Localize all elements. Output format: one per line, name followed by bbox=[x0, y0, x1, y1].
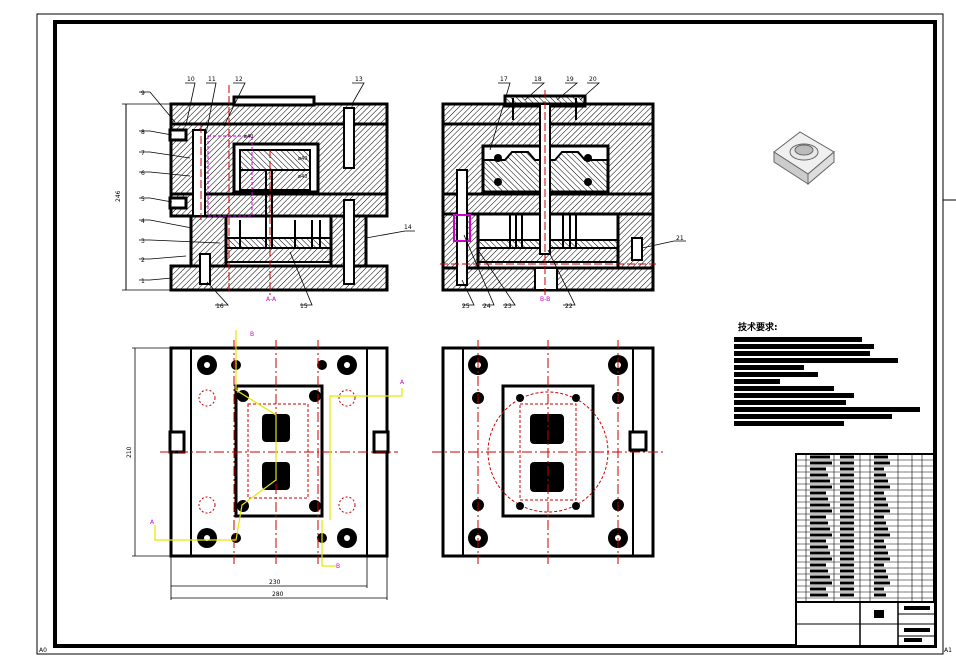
part-number: 16 bbox=[216, 303, 224, 310]
hatch-label: ø40 bbox=[298, 174, 307, 180]
height-dimension: 210 bbox=[126, 446, 133, 458]
part-number: 17 bbox=[500, 76, 508, 83]
height-dimension: 246 bbox=[115, 190, 122, 202]
part-number: 5 bbox=[141, 196, 145, 203]
section-label: A-A bbox=[266, 296, 277, 303]
part-number: 7 bbox=[141, 150, 145, 157]
part-number: 25 bbox=[462, 303, 470, 310]
part-number: 23 bbox=[504, 303, 512, 310]
part-number: 20 bbox=[589, 76, 597, 83]
part-number: 22 bbox=[565, 303, 573, 310]
part-number: 13 bbox=[355, 76, 363, 83]
cut-label: B bbox=[250, 331, 254, 338]
outer-border bbox=[36, 13, 944, 655]
section-view-b: 17 18 19 20 21 22 23 24 25 B-B bbox=[440, 76, 686, 310]
plan-view-b bbox=[432, 340, 664, 564]
corner-label-right: A1 bbox=[944, 647, 952, 654]
part-number: 6 bbox=[141, 170, 145, 177]
part-number: 4 bbox=[141, 218, 145, 225]
plan-view-a: B A A B 230 280 210 bbox=[126, 330, 405, 600]
part-isometric bbox=[773, 131, 835, 186]
part-number: 11 bbox=[208, 76, 216, 83]
part-number: 18 bbox=[534, 76, 542, 83]
part-number: 19 bbox=[566, 76, 574, 83]
tech-requirements-title: 技术要求: bbox=[738, 321, 778, 333]
cut-label: A bbox=[400, 379, 405, 386]
section-label: B-B bbox=[540, 296, 550, 303]
part-number: 21 bbox=[676, 235, 684, 242]
part-number: 1 bbox=[141, 278, 145, 285]
cut-label: A bbox=[150, 519, 155, 526]
inner-border bbox=[53, 20, 937, 648]
cut-label: B bbox=[336, 563, 340, 570]
section-view-a: 246 ø40 ø40 ø40 bbox=[115, 76, 415, 310]
part-number: 24 bbox=[483, 303, 491, 310]
width-dimension-inner: 230 bbox=[269, 579, 281, 586]
tech-requirements-lines bbox=[734, 337, 920, 426]
part-number: 9 bbox=[141, 90, 145, 97]
hatch-label: ø40 bbox=[244, 134, 253, 140]
part-number: 15 bbox=[300, 303, 308, 310]
part-number: 14 bbox=[404, 224, 412, 231]
part-number: 12 bbox=[235, 76, 243, 83]
part-number: 2 bbox=[141, 257, 145, 264]
part-number: 3 bbox=[141, 238, 145, 245]
corner-label: A0 bbox=[39, 647, 47, 654]
width-dimension-outer: 280 bbox=[272, 591, 284, 598]
part-number: 10 bbox=[187, 76, 195, 83]
parts-list bbox=[795, 453, 936, 647]
hatch-label: ø40 bbox=[298, 156, 307, 162]
part-number: 8 bbox=[141, 129, 145, 136]
